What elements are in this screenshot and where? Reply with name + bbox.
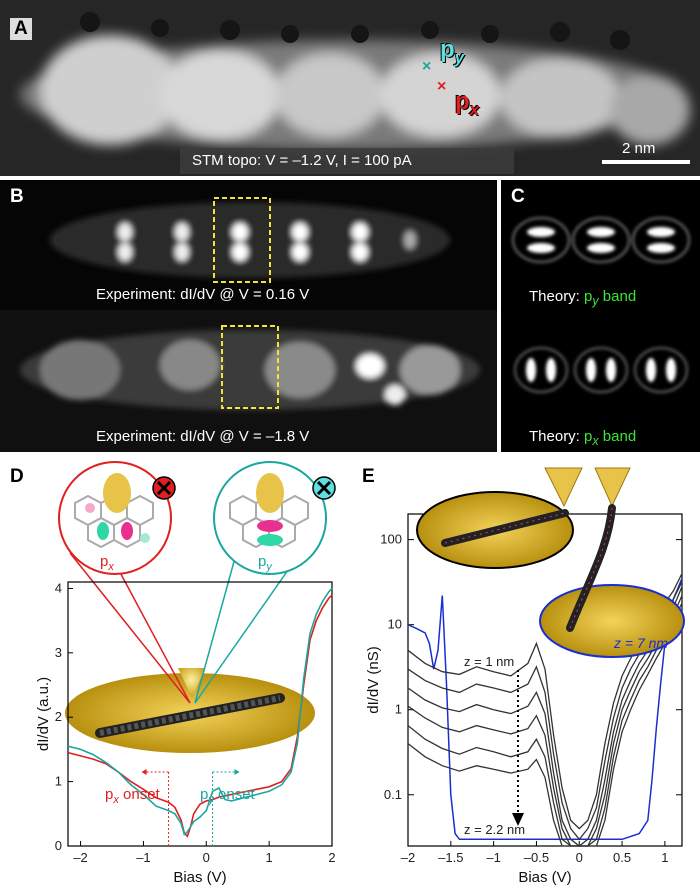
inset-tip-7nm [539, 467, 685, 658]
gray-height-series [407, 609, 683, 847]
x-tick-label-d: 0 [203, 850, 210, 865]
y-tick-label-e: 1 [395, 702, 402, 717]
theory-px-caption: Theory: px band [529, 428, 637, 448]
panel-b-experiment: B Experiment: dI/dV @ V = 0.16 V Experim… [0, 180, 497, 452]
stm-topo-image [0, 0, 700, 176]
panel-e-chart: –2 –1.5 –1 –0.5 0 0.5 1 0.1 1 10 100 z = 7 nm z = … [365, 467, 685, 886]
panel-label-a: A [10, 18, 32, 40]
py-onset-label: py onset [200, 786, 256, 806]
py-cross-marker: × [422, 58, 432, 75]
x-axis-title-d: Bias (V) [173, 869, 226, 886]
panel-d-chart: px py –2 –1 0 1 2 0 1 2 3 4 px onset py onset Bia… [35, 461, 336, 886]
panel-label-d: D [10, 466, 24, 487]
px-cross-marker: × [437, 78, 447, 95]
highlight-box-bottom [221, 325, 279, 409]
z-2.2nm-label: z = 2.2 nm [464, 822, 525, 837]
x-tick-label-d: 2 [328, 850, 335, 865]
y-tick-label-e: 100 [380, 532, 402, 547]
theory-maps [501, 180, 700, 452]
y-tick-label-d: 2 [55, 709, 62, 724]
x-tick-label-e: –1 [486, 850, 500, 865]
inset-tip-1nm [416, 467, 583, 569]
dIdV-maps [0, 180, 497, 452]
panel-b-caption-top: Experiment: dI/dV @ V = 0.16 V [96, 286, 310, 303]
x-tick-label-e: –1.5 [438, 850, 463, 865]
x-axis-title-e: Bias (V) [518, 869, 571, 886]
caption-box-a [180, 148, 514, 174]
y-tick-label-d: 1 [55, 774, 62, 789]
theory-py-caption: Theory: py band [529, 288, 637, 308]
x-tick-label-d: –1 [136, 850, 150, 865]
teal-x-marker [312, 476, 336, 500]
px-onset-label: px onset [105, 786, 161, 806]
panel-label-c: C [511, 186, 525, 207]
inset-px-label: px [100, 553, 114, 573]
panel-label-b: B [10, 186, 24, 207]
py-label: py [440, 36, 465, 67]
z-7nm-label: z = 7 nm [613, 635, 668, 651]
inset-px-orbital [58, 461, 172, 575]
panel-c-theory: C Theory: py band Theory: px band [501, 180, 700, 452]
plot-frame-e [407, 513, 683, 847]
y-axis-title-d: dI/dV (a.u.) [35, 677, 52, 751]
red-x-marker [152, 476, 176, 500]
scale-bar-label: 2 nm [622, 140, 656, 157]
inset-py-orbital [213, 461, 327, 575]
x-tick-label-d: 1 [266, 850, 273, 865]
px-label: px [455, 88, 480, 119]
onset-arrowhead [141, 768, 147, 775]
x-tick-label-e: –0.5 [524, 850, 549, 865]
x-tick-label-e: 1 [661, 850, 668, 865]
inset-py-label: py [258, 553, 273, 573]
plot-frame-d [67, 581, 333, 847]
z-arrowhead [512, 813, 524, 826]
y-tick-label-e: 10 [388, 617, 402, 632]
x-tick-label-e: –2 [401, 850, 415, 865]
x-tick-label-d: –2 [73, 850, 87, 865]
y-tick-label-d: 4 [55, 580, 62, 595]
molecule-ribbon [95, 693, 285, 738]
onset-arrowhead [234, 768, 240, 775]
x-tick-label-e: 0.5 [613, 850, 631, 865]
panel-label-e: E [362, 466, 375, 487]
blue-7nm-series [407, 578, 683, 841]
py-dIdV-series [67, 587, 333, 836]
y-axis-title-e: dI/dV (nS) [365, 646, 382, 714]
y-tick-label-d: 3 [55, 645, 62, 660]
scale-bar [602, 160, 690, 164]
panel-a-caption: STM topo: V = –1.2 V, I = 100 pA [192, 152, 412, 169]
x-tick-label-e: 0 [576, 850, 583, 865]
y-tick-label-e: 0.1 [384, 787, 402, 802]
z-1nm-label: z = 1 nm [464, 654, 514, 669]
panel-b-caption-bottom: Experiment: dI/dV @ V = –1.8 V [96, 428, 310, 445]
panel-a-stm-topography: A × × py px STM topo: V = –1.2 V, I = 10… [0, 0, 700, 176]
y-tick-label-d: 0 [55, 838, 62, 853]
stm-tip [178, 668, 205, 698]
highlight-box-top [213, 197, 271, 283]
